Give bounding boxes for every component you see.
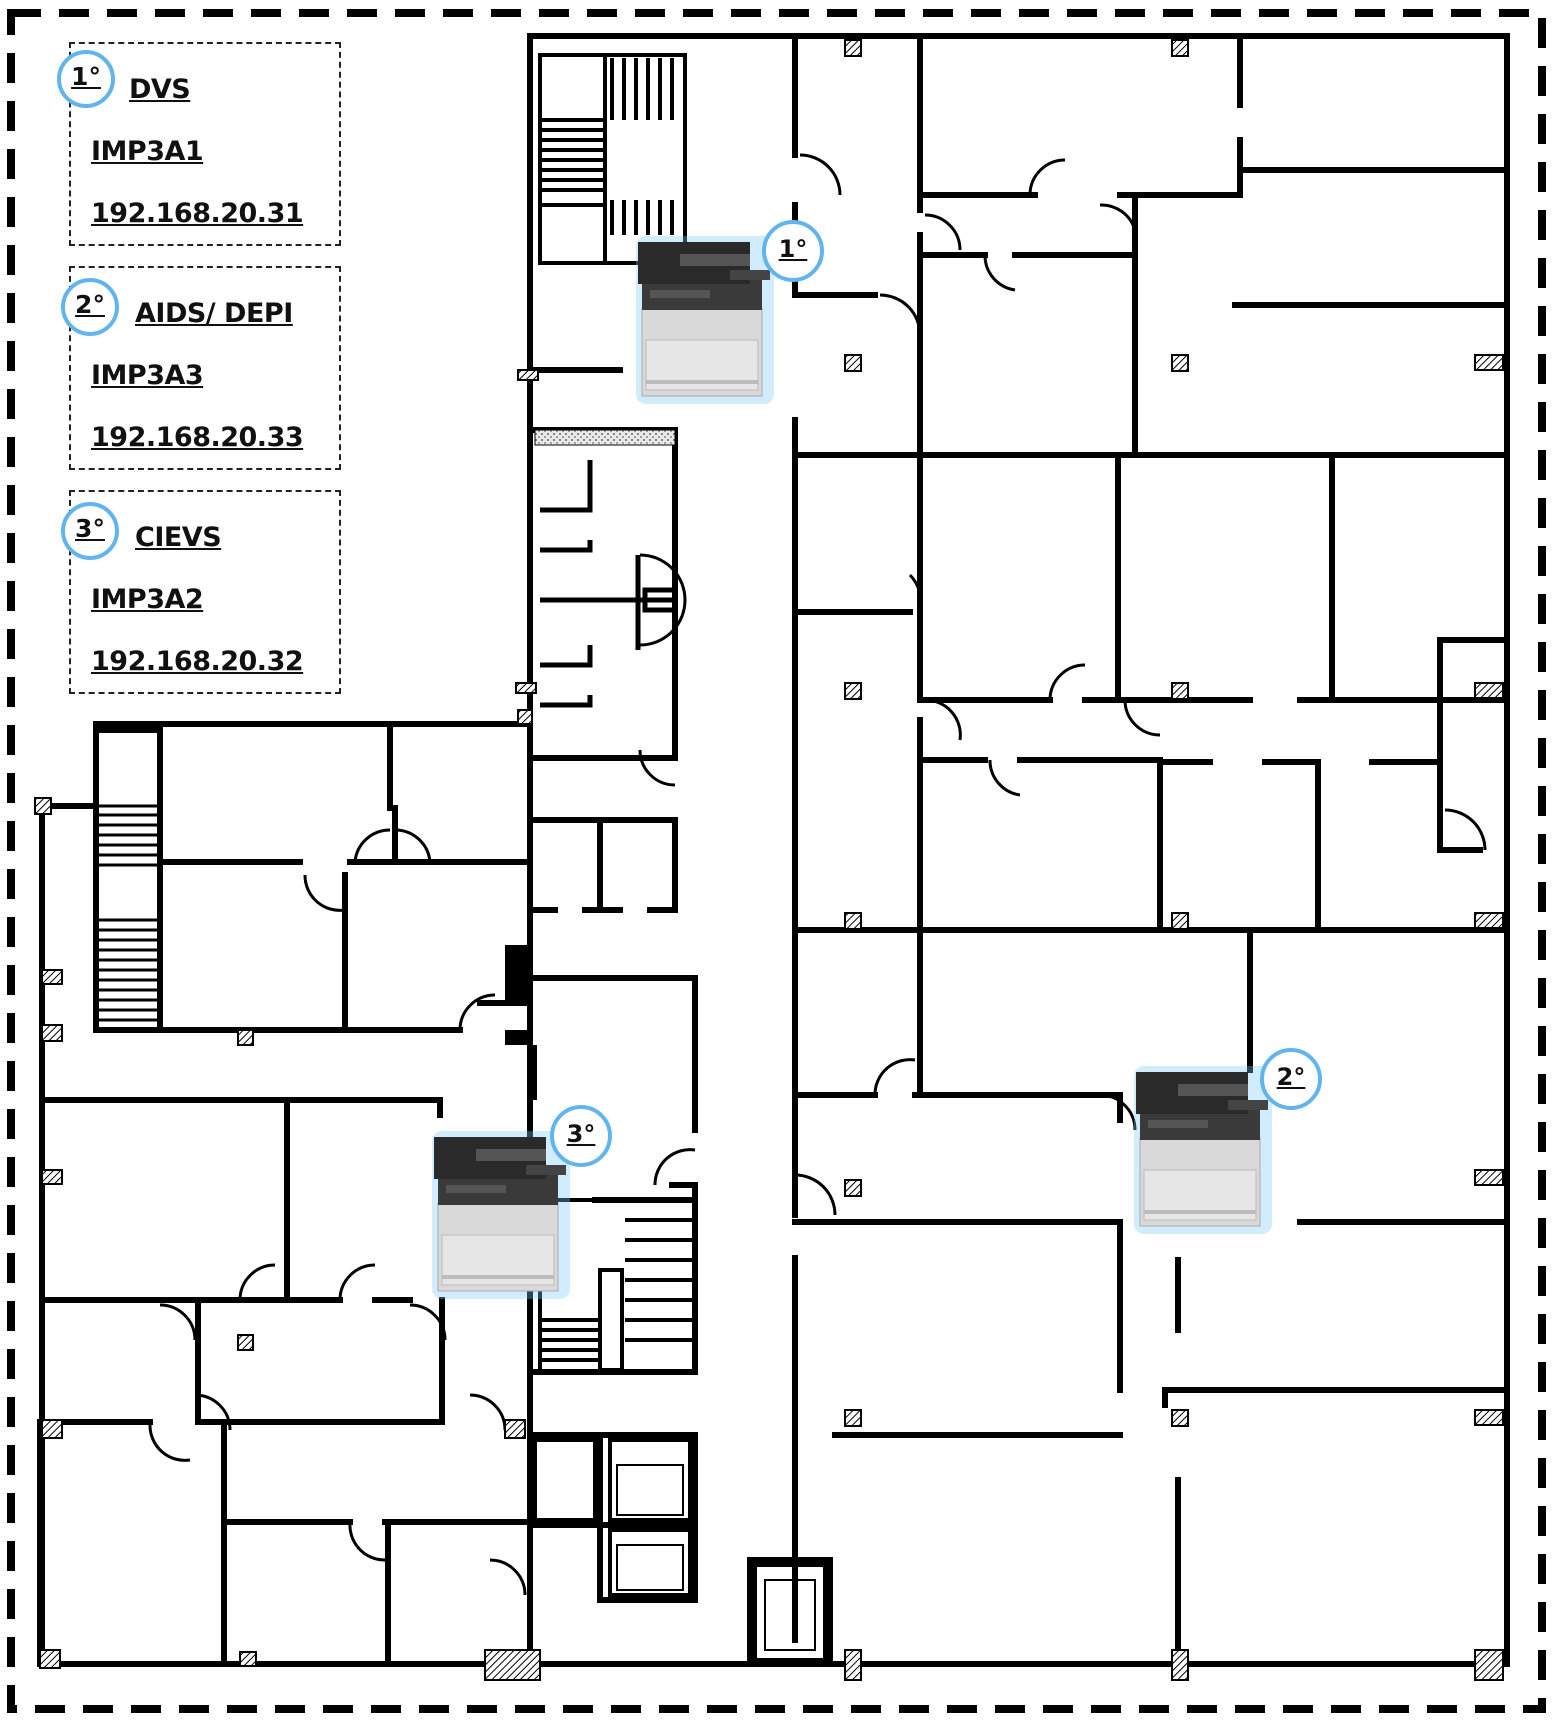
order-number: 3°	[566, 1120, 596, 1148]
order-badge: 3°	[61, 502, 119, 560]
printer-icon	[432, 1131, 570, 1299]
printer-ip: 192.168.20.32	[91, 646, 304, 677]
door-swing-icon	[148, 153, 1487, 1596]
order-number: 1°	[778, 235, 808, 263]
legend-box-1: 1° DVS IMP3A1 192.168.20.31	[57, 42, 341, 246]
stairs-icon	[538, 53, 687, 265]
printer-ip: 192.168.20.31	[91, 198, 304, 229]
order-badge: 3°	[550, 1105, 612, 1167]
printer-marker-3[interactable]: 3°	[426, 1105, 612, 1305]
legend-box-3: 3° CIEVS IMP3A2 192.168.20.32	[61, 490, 341, 694]
printer-name: IMP3A3	[91, 360, 204, 391]
department-label: CIEVS	[135, 522, 222, 553]
printer-marker-1[interactable]: 1°	[630, 220, 824, 410]
elevator-icon	[533, 1438, 827, 1662]
wall-blocks	[505, 945, 537, 1100]
site-boundary	[7, 9, 1546, 1713]
printer-name: IMP3A1	[91, 136, 204, 167]
printer-name: IMP3A2	[91, 584, 204, 615]
order-badge: 2°	[61, 278, 119, 336]
column-icon	[34, 39, 1504, 1681]
printer-icon	[1134, 1066, 1272, 1234]
order-number: 2°	[1276, 1063, 1306, 1091]
department-label: AIDS/ DEPI	[135, 298, 293, 329]
order-badge: 1°	[57, 50, 115, 108]
order-number: 3°	[75, 514, 105, 543]
slab	[534, 429, 676, 446]
order-number: 1°	[71, 62, 101, 91]
legend-box-2: 2° AIDS/ DEPI IMP3A3 192.168.20.33	[61, 266, 341, 470]
printer-ip: 192.168.20.33	[91, 422, 304, 453]
restroom-stalls	[540, 460, 675, 708]
order-badge: 1°	[762, 220, 824, 282]
printer-icon	[636, 236, 774, 404]
order-number: 2°	[75, 290, 105, 319]
stairs-icon	[96, 804, 160, 1022]
order-badge: 2°	[1260, 1048, 1322, 1110]
printer-marker-2[interactable]: 2°	[1128, 1048, 1322, 1240]
department-label: DVS	[129, 74, 191, 105]
